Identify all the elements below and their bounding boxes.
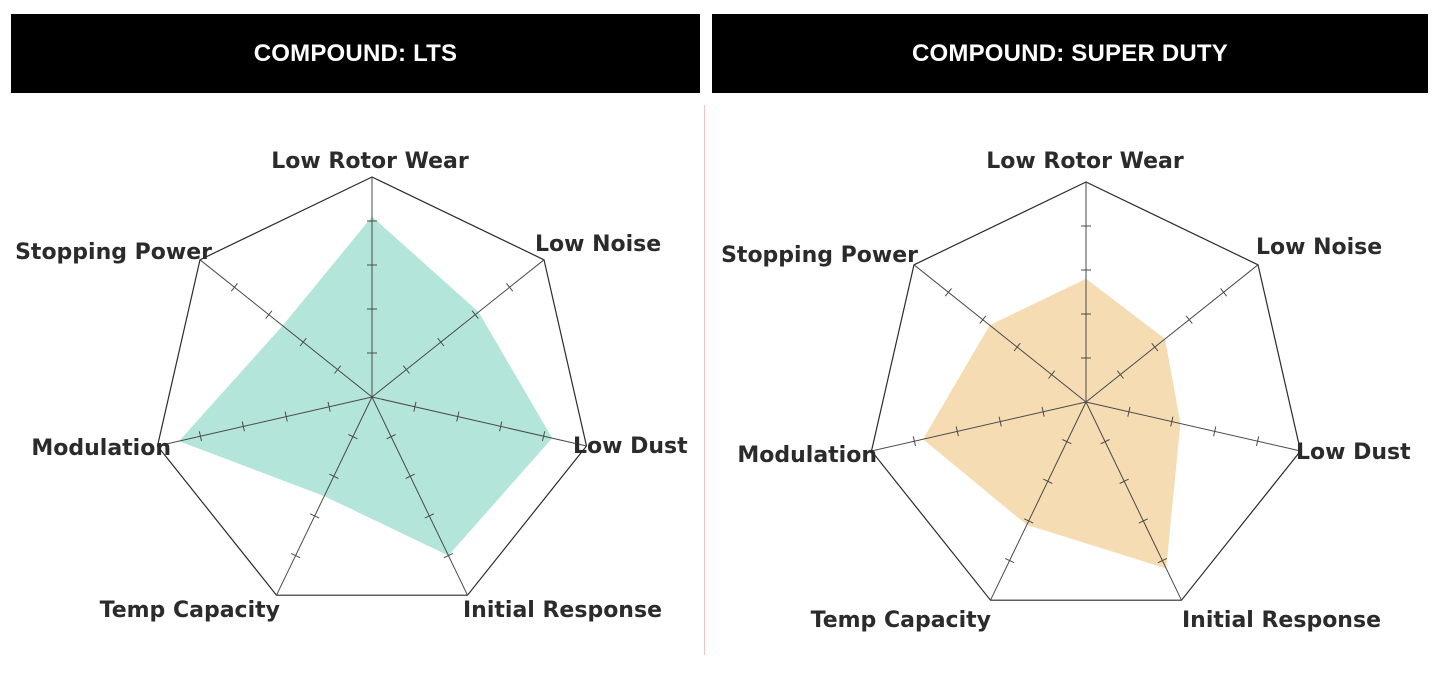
tick-mark [198, 431, 202, 442]
tick-mark [1213, 426, 1217, 437]
axis-label-low-dust: Low Dust [1296, 440, 1411, 465]
tick-mark [912, 436, 916, 447]
axis-label-temp-capacity: Temp Capacity [100, 598, 280, 623]
tick-mark [386, 434, 396, 440]
radar-outline [870, 181, 1302, 601]
tick-mark [1151, 342, 1159, 352]
axis-label-modulation: Modulation [737, 443, 877, 468]
tick-mark [1023, 518, 1034, 524]
spoke-low-dust [1085, 401, 1301, 452]
tick-mark [1170, 416, 1174, 427]
axis-label-initial-response: Initial Response [463, 598, 662, 623]
tick-mark [443, 552, 454, 559]
tick-mark [1256, 436, 1260, 447]
tick-mark [284, 411, 288, 422]
tick-mark [1013, 342, 1021, 352]
tick-mark [334, 365, 342, 374]
tick-mark [1100, 439, 1110, 445]
tick-mark [1220, 288, 1228, 297]
axis-label-low-dust: Low Dust [573, 434, 688, 459]
tick-mark [265, 310, 273, 319]
tick-mark [471, 310, 479, 319]
tick-mark [1185, 315, 1193, 324]
axis-label-low-noise: Low Noise [1256, 235, 1382, 260]
spoke-low-dust [371, 396, 587, 447]
axis-label-low-rotor-wear: Low Rotor Wear [271, 149, 469, 174]
tick-mark [327, 401, 331, 412]
axis-label-temp-capacity: Temp Capacity [811, 608, 991, 633]
spoke-initial-response [1085, 401, 1182, 601]
tick-mark [402, 365, 410, 374]
spoke-modulation [157, 396, 373, 447]
tick-mark [424, 513, 435, 519]
tick-mark [1119, 478, 1129, 484]
tick-mark [506, 283, 514, 292]
spoke-low-noise [1085, 264, 1259, 403]
tick-mark [329, 473, 339, 479]
spoke-modulation [871, 401, 1087, 452]
tick-mark [979, 315, 987, 324]
tick-mark [944, 288, 952, 297]
tick-mark [1116, 370, 1124, 379]
axis-label-low-rotor-wear: Low Rotor Wear [986, 149, 1184, 174]
tick-mark [437, 337, 445, 347]
spoke-temp-capacity [276, 396, 373, 596]
tick-mark [241, 421, 245, 432]
axis-label-initial-response: Initial Response [1182, 608, 1381, 633]
spoke-initial-response [371, 396, 468, 596]
tick-mark [290, 552, 301, 559]
tick-mark [309, 513, 320, 519]
tick-mark [1041, 406, 1045, 417]
axis-label-stopping-power: Stopping Power [15, 240, 212, 265]
chart-title-lts: COMPOUND: LTS [11, 14, 700, 93]
tick-mark [230, 283, 238, 292]
tick-mark [1048, 370, 1056, 379]
tick-mark [1004, 557, 1015, 564]
spoke-stopping-power [913, 264, 1087, 403]
tick-mark [1062, 439, 1072, 445]
tick-mark [456, 411, 460, 422]
axis-label-modulation: Modulation [31, 436, 171, 461]
tick-mark [1043, 478, 1053, 484]
spoke-low-noise [371, 259, 545, 398]
tick-mark [413, 401, 417, 412]
tick-mark [348, 434, 358, 440]
tick-mark [998, 416, 1002, 427]
tick-mark [1138, 518, 1149, 524]
radar-outline [156, 176, 588, 596]
tick-mark [499, 421, 503, 432]
tick-mark [1127, 406, 1131, 417]
tick-mark [1157, 557, 1168, 564]
data-area-lts [179, 216, 553, 556]
tick-mark [299, 337, 307, 347]
tick-mark [542, 431, 546, 442]
axis-label-stopping-power: Stopping Power [721, 243, 918, 268]
data-area-super-duty [923, 278, 1181, 569]
chart-title-super-duty: COMPOUND: SUPER DUTY [712, 14, 1428, 93]
spoke-stopping-power [199, 259, 373, 398]
spoke-temp-capacity [990, 401, 1087, 601]
tick-mark [955, 426, 959, 437]
axis-label-low-noise: Low Noise [535, 232, 661, 257]
panel-divider [704, 105, 705, 655]
tick-mark [405, 473, 415, 479]
